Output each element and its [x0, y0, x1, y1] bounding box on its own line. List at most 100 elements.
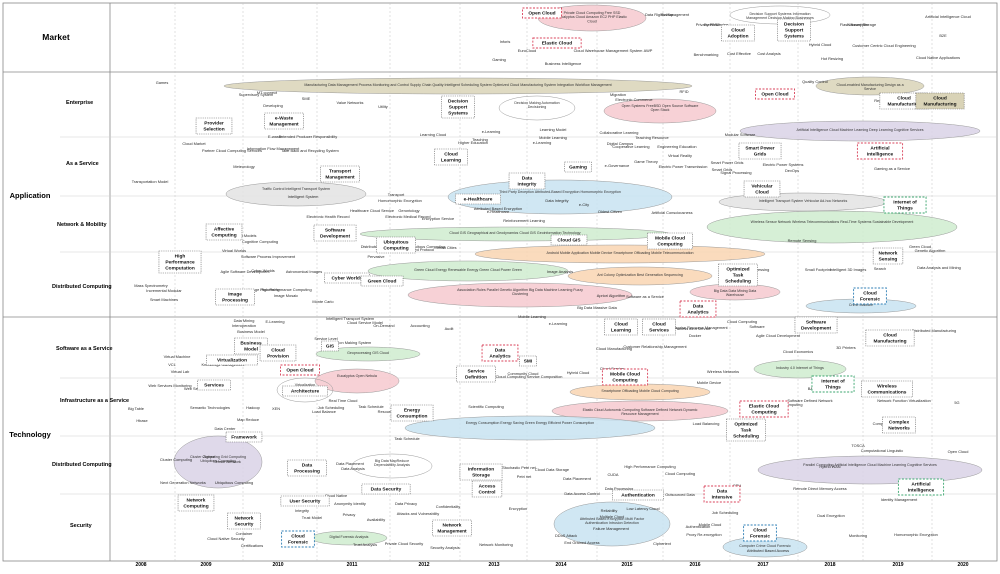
topic-box: [282, 385, 328, 397]
term-label: Data Mining: [234, 318, 255, 323]
term-label: DDoS Attack: [555, 533, 577, 538]
term-label: Dual Encryption: [817, 513, 844, 518]
outer-frame: [2, 2, 998, 562]
subrow-label-distributed-app: Distributed Computing: [52, 284, 112, 290]
term-label: Value Networks: [337, 100, 364, 105]
term-label: Identity Management: [881, 497, 918, 502]
topic-box: [726, 418, 766, 442]
term-label: Cyber Worlds: [251, 268, 275, 273]
term-label: Small Footprint: [805, 267, 832, 272]
term-label: Agile Cloud Development: [756, 333, 801, 338]
term-label: Task Schedule: [358, 404, 383, 409]
term-label: Multiple Cloud: [600, 514, 625, 519]
term-label: Homomorphic Encryption: [378, 198, 422, 203]
term-label: Engineering Education: [657, 144, 696, 149]
topic-box: [481, 344, 519, 362]
term-label: Virtual Lab: [171, 369, 190, 374]
term-label: Business Process as a Service: [657, 326, 710, 331]
cluster-oval: [474, 244, 766, 264]
subrow-label-network: Network & Mobility: [57, 222, 107, 228]
term-label: Virtual Worlds: [222, 248, 246, 253]
topic-box: [703, 485, 741, 503]
term-label: Games: [156, 80, 169, 85]
term-label: Electronic Medical Record: [385, 214, 430, 219]
term-label: Electronic Health Record: [306, 214, 349, 219]
term-label: Healthcare Cloud Service: [350, 208, 394, 213]
term-label: Cloud Service Model: [347, 320, 383, 325]
term-label: Developing: [263, 103, 282, 108]
topic-box: [718, 263, 758, 287]
row-label-application: Application: [10, 191, 51, 200]
term-label: SME: [302, 96, 311, 101]
term-label: Map Reduce: [237, 417, 259, 422]
term-label: Wireless Networks: [707, 369, 739, 374]
topic-box: [508, 172, 546, 190]
cluster-oval: [551, 400, 729, 422]
topic-box: [205, 223, 243, 241]
topic-box: [550, 234, 588, 246]
term-label: Mass Spectrometry: [134, 283, 168, 288]
topic-box: [259, 344, 297, 362]
term-label: On-Demand: [373, 323, 394, 328]
cluster-oval-label: Industry 4.0 Internet of Things: [776, 366, 824, 370]
year-label: 2020: [957, 562, 968, 568]
topic-box: [281, 530, 315, 548]
cluster-oval: [706, 210, 958, 244]
cluster-oval: [567, 266, 713, 286]
term-label: Ubiquitous Computing: [215, 480, 253, 485]
topic-label: e-Healthcare: [464, 196, 493, 202]
term-label: Smart Grids: [712, 167, 733, 172]
topic-label: Services: [204, 382, 224, 388]
term-label: Software as a Service: [626, 294, 664, 299]
term-label: Cloud Economics: [783, 349, 813, 354]
term-label: Resource: [378, 409, 395, 414]
topic-box: [361, 483, 411, 495]
term-label: Data Rights Management: [645, 12, 690, 17]
cluster-oval-label: Android Mobile Application Mobile Device…: [546, 251, 693, 255]
subrow-labels: Enterprise As a Service Network & Mobili…: [52, 100, 129, 529]
term-label: Mobile Device: [697, 380, 721, 385]
subrow-label-service: As a Service: [66, 161, 99, 167]
term-label: Startup: [661, 12, 674, 17]
cluster-oval-label: Smartphone Offloading Mobile Cloud Compu…: [601, 389, 678, 393]
cluster-oval: [315, 346, 421, 362]
term-label: DevOps: [785, 168, 799, 173]
cluster-oval-label: Digital Forensic Analysis: [330, 535, 369, 539]
term-label: Take Back and Recycling System: [281, 148, 339, 153]
topic-label: User Security: [290, 498, 321, 504]
topic-label: Open Cloud: [286, 367, 313, 373]
term-label: Ubiquitous Computing: [407, 244, 445, 249]
cluster-oval-label: Geoprocessing GIS Cloud: [347, 351, 389, 355]
row-label-market: Market: [42, 32, 70, 42]
year-label: 2019: [892, 562, 903, 568]
term-label: Failure Management: [593, 526, 630, 531]
term-label: E-waste: [268, 134, 282, 139]
term-label: Software Defined Network: [787, 398, 832, 403]
term-label: Reinforcement Learning: [503, 218, 545, 223]
term-label: Data Center: [215, 426, 237, 431]
term-label: Virtual Reality: [668, 153, 692, 158]
cluster-oval: [553, 501, 671, 547]
term-label: Gaming as a Service: [874, 166, 910, 171]
cluster-oval: [314, 368, 400, 394]
topic-box: [721, 24, 755, 42]
year-label: 2018: [824, 562, 835, 568]
year-label: 2017: [757, 562, 768, 568]
term-label: Cloud Native Applications: [916, 55, 960, 60]
term-label: Teaching Resource: [635, 135, 668, 140]
term-label: Hybrid WAN: [819, 464, 840, 469]
cluster-oval-label: Virtualization: [295, 383, 316, 387]
topic-box: [865, 329, 915, 347]
term-label: Digital Campus: [607, 141, 633, 146]
term-label: Distributed: [361, 244, 380, 249]
term-label: Service Level: [314, 336, 337, 341]
